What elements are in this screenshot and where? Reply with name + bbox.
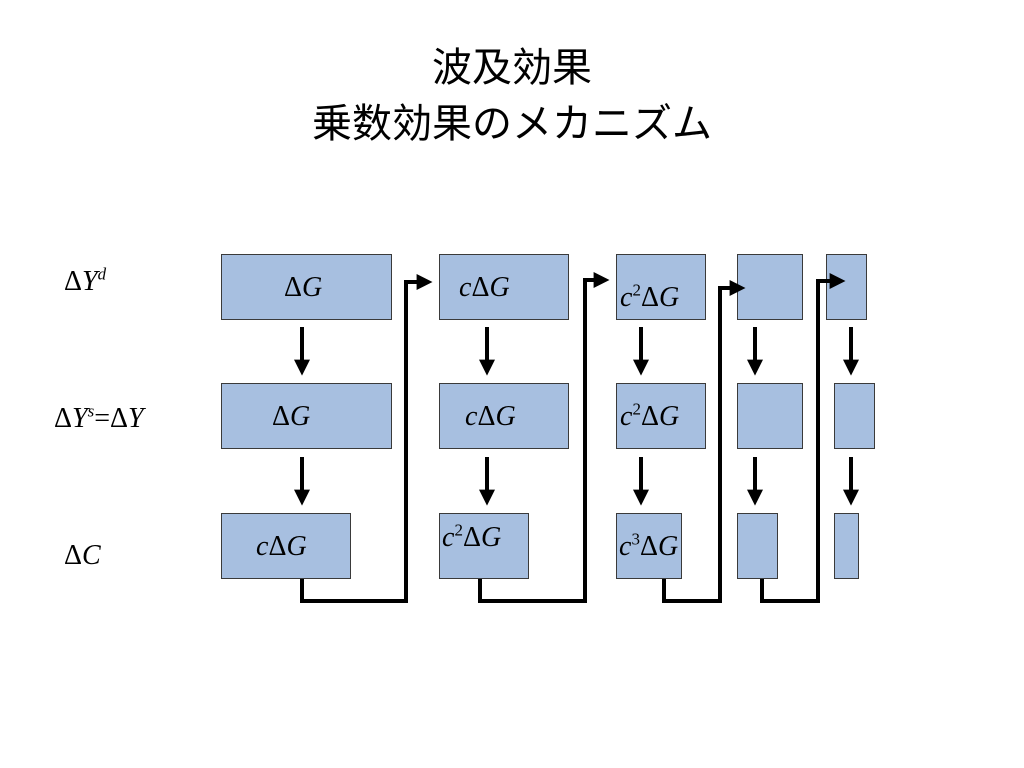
label-r2c2: cΔG bbox=[465, 401, 516, 432]
connector-c2-to-c3 bbox=[478, 272, 610, 603]
title-line-1: 波及効果 bbox=[432, 45, 592, 91]
label-r2c1: ΔG bbox=[272, 401, 311, 432]
box-r3c1 bbox=[221, 513, 351, 579]
box-r1c2 bbox=[439, 254, 569, 320]
box-r1c4 bbox=[737, 254, 803, 320]
box-r3c2 bbox=[439, 513, 529, 579]
connector-c1-to-c2 bbox=[300, 274, 433, 603]
box-r2c1 bbox=[221, 383, 392, 449]
box-r2c4 bbox=[737, 383, 803, 449]
row-label-supply: ΔYs=ΔY bbox=[54, 401, 144, 434]
connector-c3-to-c4 bbox=[662, 280, 746, 603]
title-line-2: 乗数効果のメカニズム bbox=[312, 101, 712, 147]
box-r3c5 bbox=[834, 513, 859, 579]
connector-c4-to-c5 bbox=[760, 273, 846, 603]
row-label-consumption: ΔC bbox=[64, 540, 101, 571]
label-r3c2: c2ΔG bbox=[442, 520, 502, 553]
label-r1c3: c2ΔG bbox=[620, 280, 680, 313]
row-label-demand: ΔYd bbox=[64, 264, 107, 297]
label-r3c1: cΔG bbox=[256, 531, 307, 562]
box-r3c3 bbox=[616, 513, 682, 579]
box-r2c2 bbox=[439, 383, 569, 449]
box-r1c3 bbox=[616, 254, 706, 320]
label-r1c2: cΔG bbox=[459, 272, 510, 303]
label-r1c1: ΔG bbox=[284, 272, 323, 303]
box-r1c1 bbox=[221, 254, 392, 320]
box-r2c5 bbox=[834, 383, 875, 449]
box-r3c4 bbox=[737, 513, 778, 579]
box-r2c3 bbox=[616, 383, 706, 449]
label-r3c3: c3ΔG bbox=[619, 529, 679, 562]
label-r2c3: c2ΔG bbox=[620, 399, 680, 432]
